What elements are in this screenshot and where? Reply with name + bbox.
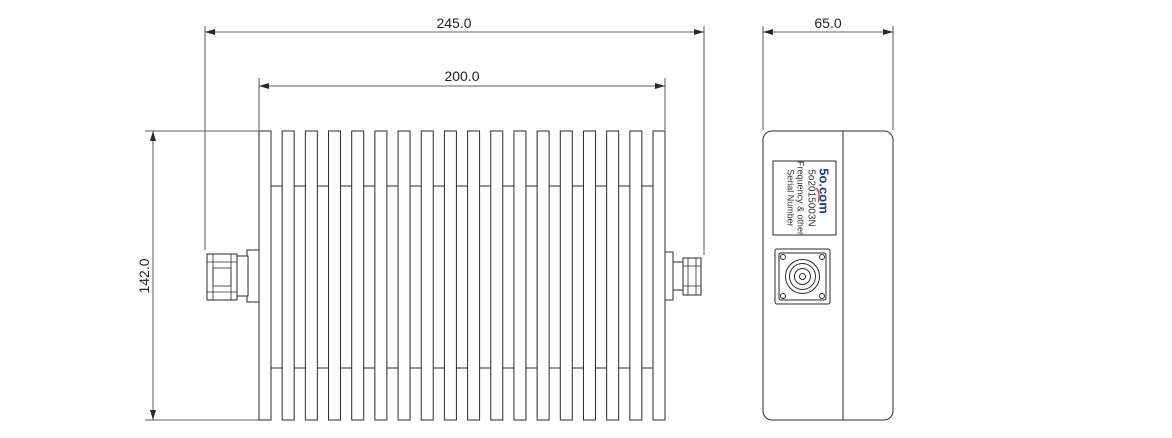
brand-suffix: .com: [817, 183, 832, 213]
side-body-outline: [762, 130, 894, 421]
heatsink-core: [258, 185, 666, 369]
heatsink-fin: [351, 130, 365, 421]
connector-face: [774, 248, 831, 305]
heatsink-fin: [582, 130, 596, 421]
arrow-head: [205, 29, 215, 35]
label-text-group: 5o.com 5o2015003N Frequency & other Seri…: [786, 161, 832, 235]
connector-neck: [236, 255, 249, 297]
connector-flange: [664, 251, 674, 301]
arrow-head: [150, 131, 156, 141]
arrow-head: [763, 29, 773, 35]
dimension-side-width: 65.0: [814, 15, 841, 31]
heatsink-fin: [629, 130, 643, 421]
heatsink-fin: [606, 130, 620, 421]
side-view: 65.0 5o.com 5o2015003N Frequency & other…: [762, 15, 894, 421]
part-number: 5o2015003N: [806, 169, 817, 226]
heatsink-fin: [443, 130, 457, 421]
dimension-overall-length: 245.0: [436, 15, 471, 31]
heatsink-fin: [559, 130, 573, 421]
dimension-body-length: 200.0: [444, 68, 479, 84]
brand-logo: 5o.com: [817, 168, 832, 214]
front-view: 245.0 200.0 142.0: [136, 15, 705, 421]
mounting-screw-icon: [819, 254, 825, 260]
connector-flange: [246, 249, 260, 303]
arrow-head: [150, 410, 156, 420]
arrow-head: [655, 83, 665, 89]
label-serial-line: Serial Number: [786, 169, 796, 227]
label-frequency-line: Frequency & other: [796, 161, 806, 235]
dimension-height: 142.0: [136, 258, 152, 293]
heatsink-fin: [420, 130, 434, 421]
heatsink-fin: [513, 130, 527, 421]
connector-body: [682, 257, 702, 296]
heatsink-fin: [258, 130, 272, 421]
heatsink-fin: [281, 130, 295, 421]
brand-prefix: 5o: [817, 168, 832, 183]
heatsink-fin: [304, 130, 318, 421]
mounting-screw-icon: [780, 293, 786, 299]
connector-flange-outline: [774, 248, 831, 305]
connector-flange-inner: [778, 252, 827, 301]
mounting-screw-icon: [819, 293, 825, 299]
arrow-head: [259, 83, 269, 89]
connector-neck: [672, 261, 684, 291]
heatsink-fin: [652, 130, 666, 421]
heatsink-fin: [397, 130, 411, 421]
connector-outer-ring: [785, 259, 820, 294]
connector-middle-ring: [789, 263, 816, 290]
heatsink-fin: [467, 130, 481, 421]
nut-face: [212, 267, 232, 287]
left-connector: [206, 249, 260, 303]
connector-dielectric: [794, 268, 811, 285]
heatsink-fin: [328, 130, 342, 421]
heatsink-fin: [374, 130, 388, 421]
label-plate: [772, 160, 837, 236]
heatsink-fins: [258, 130, 666, 421]
brand-swoosh-icon: [815, 187, 820, 203]
arrow-head: [883, 29, 893, 35]
mounting-screw-icon: [780, 254, 786, 260]
heatsink-fin: [490, 130, 504, 421]
connector-nut: [206, 253, 238, 301]
arrow-head: [694, 29, 704, 35]
connector-center-pin: [799, 273, 806, 280]
right-connector: [664, 251, 702, 301]
heatsink-fin: [536, 130, 550, 421]
